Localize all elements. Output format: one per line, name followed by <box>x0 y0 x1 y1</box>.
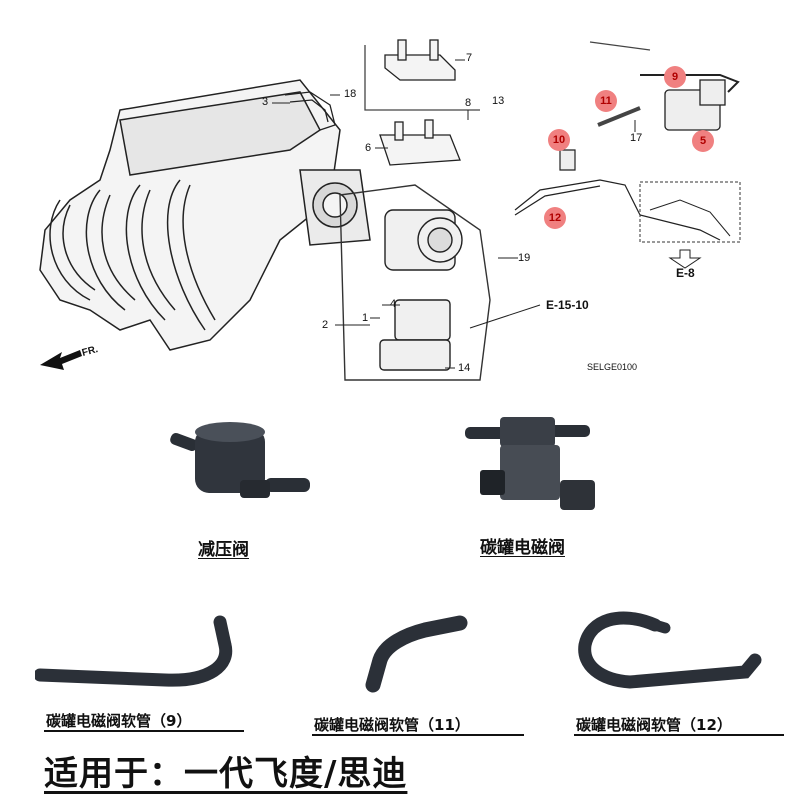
hose-12-caption: 碳罐电磁阀软管（12） <box>576 716 732 734</box>
hose-12-image <box>578 611 762 689</box>
part-number-4: 4 <box>390 298 397 310</box>
pressure-valve-image <box>170 422 310 498</box>
exploded-parts-diagram <box>39 39 741 381</box>
hose-12-underline <box>574 734 784 736</box>
bracket-6 <box>379 119 461 166</box>
part-number-19: 19 <box>518 252 531 264</box>
hose-9-image <box>35 615 233 687</box>
reference-arrow <box>469 304 541 329</box>
detail-box-e8 <box>639 181 741 269</box>
hose-11-underline <box>312 734 524 736</box>
throttle-body <box>339 184 491 381</box>
part-number-2: 2 <box>322 319 329 331</box>
part-number-17: 17 <box>630 132 643 144</box>
leader-lines <box>272 59 636 369</box>
solenoid-valve-image <box>465 417 595 510</box>
pipe-3 <box>284 91 336 131</box>
part-number-8: 8 <box>465 97 472 109</box>
part-number-13: 13 <box>492 95 505 107</box>
pressure-valve-caption: 减压阀 <box>198 540 249 560</box>
part-number-18: 18 <box>344 88 357 100</box>
hose-11-image <box>365 615 468 693</box>
front-arrow-icon <box>40 350 82 370</box>
ref-e15-10: E-15-10 <box>546 298 589 312</box>
intake-manifold <box>39 79 371 351</box>
hose-line-12 <box>514 149 721 241</box>
highlight-badge-5: 5 <box>692 130 714 152</box>
part-number-3: 3 <box>262 96 269 108</box>
hose-9-caption: 碳罐电磁阀软管（9） <box>46 712 192 730</box>
part-number-7: 7 <box>466 52 473 64</box>
part-number-1: 1 <box>362 312 369 324</box>
highlight-badge-11: 11 <box>595 90 617 112</box>
diagram-code: SELGE0100 <box>587 362 638 372</box>
highlight-badge-9: 9 <box>664 66 686 88</box>
highlight-badge-12: 12 <box>544 207 566 229</box>
hose-11-caption: 碳罐电磁阀软管（11） <box>314 716 470 734</box>
part-number-14: 14 <box>458 362 471 374</box>
bracket-7 <box>364 39 480 111</box>
fitment-title: 适用于：一代飞度/思迪 <box>44 754 408 794</box>
ref-e8: E-8 <box>676 266 695 280</box>
solenoid-valve-caption: 碳罐电磁阀 <box>480 538 565 558</box>
purge-solenoid-assembly <box>589 41 740 131</box>
part-number-6: 6 <box>365 142 372 154</box>
hose-9-underline <box>44 730 244 732</box>
highlight-badge-10: 10 <box>548 129 570 151</box>
